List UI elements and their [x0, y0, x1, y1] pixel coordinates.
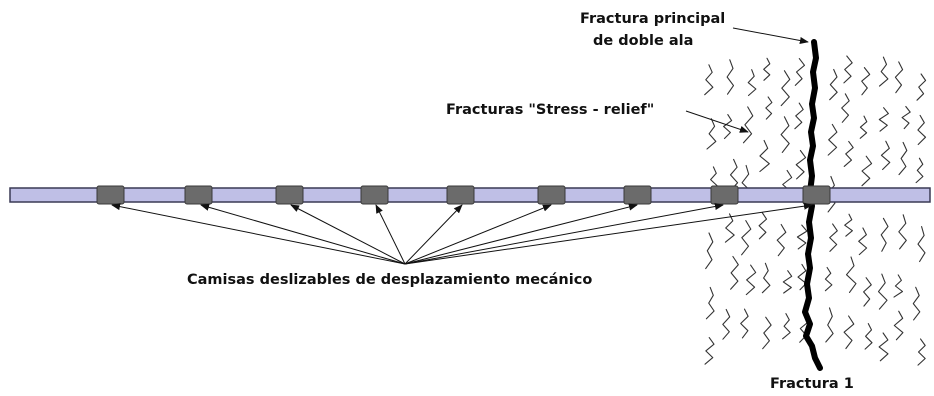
- stress-relief-fracture: [858, 227, 868, 256]
- sleeve-arrow: [111, 203, 406, 265]
- stress-relief-fracture: [722, 308, 731, 340]
- fracture1-label: Fractura 1: [770, 376, 854, 392]
- stress-relief-fracture: [763, 57, 771, 81]
- sliding-sleeve: [802, 185, 831, 205]
- stress-relief-fracture: [843, 315, 855, 350]
- stress-relief-fracture: [704, 64, 714, 96]
- stress-relief-fracture: [845, 256, 857, 293]
- stress-relief-fracture: [843, 55, 853, 84]
- stress-relief-fracture: [705, 286, 715, 320]
- stress-relief-fracture: [917, 114, 927, 146]
- sleeves-label: Camisas deslizables de desplazamiento me…: [187, 272, 592, 288]
- stress-relief-fracture: [729, 158, 739, 192]
- stress-relief-fracture: [780, 70, 791, 107]
- stress-relief-fracture: [863, 277, 872, 307]
- stress-relief-fracture: [761, 262, 771, 294]
- stress-relief-fracture: [916, 73, 927, 101]
- stress-relief-fracture: [877, 273, 888, 310]
- stress-relief-fracture: [861, 67, 871, 96]
- sliding-sleeve: [184, 185, 213, 205]
- sleeve-arrow: [375, 204, 406, 265]
- stress-relief-fracture: [726, 59, 735, 95]
- sliding-sleeve: [360, 185, 389, 205]
- sleeves-group: [96, 185, 831, 205]
- stress-relief-fracture: [795, 149, 807, 180]
- stress-relief-fracture: [859, 115, 868, 139]
- stress-relief-fracture: [880, 217, 889, 252]
- stress-relief-fracture: [901, 105, 911, 130]
- stress-relief-fracture: [759, 139, 770, 173]
- main-fracture-label-line2: de doble ala: [593, 33, 693, 49]
- stress-relief-fracture: [915, 157, 924, 184]
- stress-relief-fracture: [765, 96, 773, 120]
- stress-relief-fracture: [742, 106, 754, 144]
- main-fracture-arrow: [732, 27, 809, 45]
- stress-relief-fracture: [861, 155, 873, 187]
- stress-relief-fracture: [758, 212, 768, 240]
- stress-relief-fracture: [880, 140, 891, 171]
- stress-relief-fracture: [797, 263, 807, 291]
- stress-relief-fracture: [917, 338, 926, 366]
- stress-relief-fracture: [843, 140, 854, 167]
- stress-relief-fracture: [898, 214, 907, 250]
- sliding-sleeve: [275, 185, 304, 205]
- sleeve-arrow: [404, 203, 638, 265]
- stress-relief-fracture: [878, 56, 889, 87]
- stress-relief-fracture: [740, 308, 749, 339]
- stress-relief-fracture: [893, 310, 904, 341]
- stress-relief-arrow: [685, 110, 749, 133]
- stress-relief-fracture: [829, 68, 838, 101]
- sleeve-arrow: [404, 204, 463, 265]
- stress-relief-fracture: [706, 118, 717, 150]
- stress-relief-fracture: [776, 223, 787, 257]
- stress-relief-fracture: [827, 123, 838, 156]
- stress-relief-fracture: [844, 213, 853, 237]
- stress-relief-fracture: [893, 274, 904, 298]
- sleeve-arrow: [404, 204, 552, 265]
- stress-relief-fracture: [917, 226, 926, 263]
- sleeve-arrow: [404, 202, 813, 265]
- stress-relief-fracture: [825, 307, 834, 343]
- stress-relief-fracture: [747, 69, 757, 97]
- main-fracture-label-line1: Fractura principal: [580, 11, 725, 27]
- stress-relief-fracture: [864, 323, 873, 350]
- stress-relief-fracture: [912, 286, 921, 321]
- stress-relief-fracture: [741, 220, 752, 256]
- stress-relief-fracture: [898, 141, 908, 176]
- stress-relief-fracture: [723, 114, 733, 140]
- sliding-sleeve: [710, 185, 739, 205]
- stress-relief-label: Fracturas "Stress - relief": [446, 102, 654, 118]
- stress-relief-fracture: [794, 58, 806, 86]
- stress-relief-fracture: [782, 313, 791, 340]
- sleeve-arrows: [111, 202, 813, 265]
- sliding-sleeve: [537, 185, 566, 205]
- stress-relief-fracture: [841, 93, 850, 123]
- stress-relief-fracture: [745, 264, 757, 296]
- sleeve-arrow: [290, 204, 406, 265]
- sleeve-arrow: [200, 203, 406, 265]
- stress-relief-fracture: [878, 107, 889, 132]
- stress-relief-fracture: [730, 255, 739, 290]
- stress-relief-fracture: [782, 270, 793, 294]
- sliding-sleeve: [96, 185, 125, 205]
- stress-relief-fractures: [704, 55, 927, 366]
- stress-relief-fracture: [824, 266, 833, 292]
- stress-relief-fracture: [724, 213, 735, 243]
- main-fracture: [802, 39, 823, 371]
- stress-relief-fracture: [894, 61, 904, 94]
- sliding-sleeve: [446, 185, 475, 205]
- sliding-sleeve: [623, 185, 652, 205]
- stress-relief-fracture: [796, 224, 808, 250]
- stress-relief-fracture: [829, 223, 838, 252]
- stress-relief-fracture: [780, 116, 790, 153]
- sleeve-arrow: [404, 202, 724, 265]
- stress-relief-fracture: [762, 316, 772, 350]
- stress-relief-fracture: [794, 102, 804, 130]
- stress-relief-fracture: [878, 332, 889, 362]
- stress-relief-fracture: [705, 232, 714, 270]
- stress-relief-fracture: [704, 337, 715, 365]
